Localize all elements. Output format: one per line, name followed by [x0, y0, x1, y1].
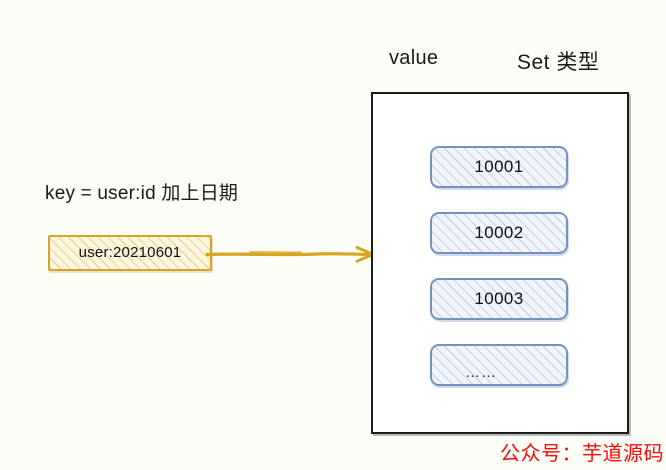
set-member-label: 10002 [474, 223, 524, 242]
set-member-item: 10001 [430, 146, 568, 188]
set-type-label: Set 类型 [517, 51, 600, 74]
key-caption-label: key = user:id 加上日期 [45, 183, 239, 204]
set-member-label: 10003 [474, 289, 524, 308]
set-member-item: …… [430, 344, 568, 386]
value-label: value [389, 47, 439, 69]
set-member-item: 10002 [430, 212, 568, 254]
set-member-label: 10001 [474, 157, 524, 176]
key-to-value-arrow [205, 246, 375, 263]
watermark-text: 公众号：芋道源码 [500, 443, 664, 465]
key-box: user:20210601 [48, 235, 212, 271]
value-container: 10001 10002 10003 …… [371, 92, 629, 434]
set-member-item: 10003 [430, 278, 568, 320]
set-member-ellipsis-label: …… [465, 363, 497, 381]
key-box-text: user:20210601 [78, 243, 182, 261]
